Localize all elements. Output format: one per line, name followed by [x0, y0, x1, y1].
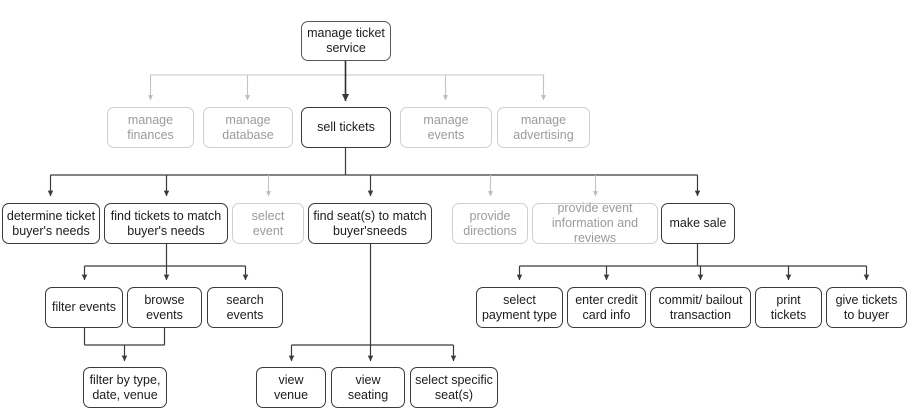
node-filter-events[interactable]: filter events	[45, 287, 123, 328]
node-manage-ticket-service[interactable]: manage ticket service	[301, 21, 391, 61]
node-manage-events[interactable]: manage events	[400, 107, 492, 148]
node-determine-ticket-buyers-needs[interactable]: determine ticket buyer's needs	[2, 203, 100, 244]
node-manage-finances[interactable]: manage finances	[107, 107, 194, 148]
node-sell-tickets[interactable]: sell tickets	[301, 107, 391, 148]
node-find-tickets-to-match-buyers-needs[interactable]: find tickets to match buyer's needs	[104, 203, 228, 244]
connector-filter-browse-to-filter-by-type	[83, 328, 166, 362]
node-manage-database[interactable]: manage database	[203, 107, 293, 148]
connector-root-to-level2	[147, 61, 547, 102]
node-view-seating[interactable]: view seating	[331, 367, 405, 408]
node-filter-by-type-date-venue[interactable]: filter by type, date, venue	[83, 367, 167, 408]
connector-find-seats-to-level5	[288, 244, 457, 362]
node-commit-bailout-transaction[interactable]: commit/ bailout transaction	[650, 287, 751, 328]
node-give-tickets-to-buyer[interactable]: give tickets to buyer	[826, 287, 907, 328]
node-provide-event-information-and-reviews[interactable]: provide event information and reviews	[532, 201, 658, 245]
node-search-events[interactable]: search events	[207, 287, 283, 328]
connector-find-tickets-to-level4	[81, 244, 249, 281]
node-manage-advertising[interactable]: manage advertising	[497, 107, 590, 148]
connector-sell-tickets-to-level3	[47, 148, 701, 197]
node-enter-credit-card-info[interactable]: enter credit card info	[567, 287, 646, 328]
node-select-specific-seats[interactable]: select specific seat(s)	[410, 367, 498, 408]
node-make-sale[interactable]: make sale	[661, 203, 735, 244]
node-view-venue[interactable]: view venue	[256, 367, 326, 408]
node-select-event[interactable]: select event	[232, 203, 304, 244]
node-browse-events[interactable]: browse events	[127, 287, 202, 328]
node-find-seats-to-match-buyers-needs[interactable]: find seat(s) to match buyer'sneeds	[308, 203, 432, 244]
node-print-tickets[interactable]: print tickets	[755, 287, 822, 328]
node-provide-directions[interactable]: provide directions	[452, 203, 528, 244]
node-select-payment-type[interactable]: select payment type	[476, 287, 563, 328]
connector-make-sale-to-level4	[516, 244, 870, 281]
